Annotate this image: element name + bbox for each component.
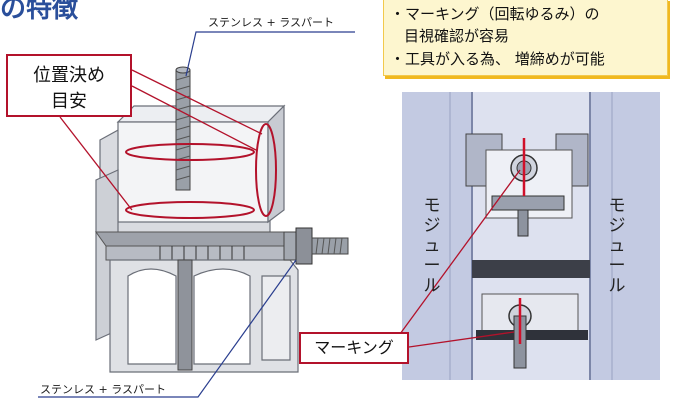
module-label-right: モジュール bbox=[608, 196, 626, 296]
positioning-leaders bbox=[59, 69, 263, 211]
callout-bottom-text: ステンレス + ラスパート bbox=[40, 383, 166, 396]
page-title: の特徴 bbox=[0, 0, 79, 24]
positioning-label-box: 位置決め 目安 bbox=[6, 54, 132, 117]
note-line-2: 目視確認が容易 bbox=[404, 27, 510, 45]
callout-top-text: ステンレス + ラスパート bbox=[208, 16, 334, 29]
positioning-marks bbox=[125, 123, 277, 219]
positioning-label-line1: 位置決め bbox=[33, 65, 105, 86]
module-label-left: モジュール bbox=[423, 196, 441, 296]
marking-label: マーキング bbox=[299, 332, 409, 364]
clamp-illustration bbox=[95, 66, 349, 373]
note-line-3: ・工具が入る為、 増締めが可能 bbox=[390, 50, 605, 68]
note-line-1: ・マーキング（回転ゆるみ）の bbox=[390, 5, 600, 23]
positioning-ellipse-upper bbox=[125, 143, 255, 161]
positioning-label-line2: 目安 bbox=[51, 91, 87, 112]
positioning-ellipse-lower bbox=[125, 201, 255, 219]
top-view-photo bbox=[402, 92, 660, 380]
positioning-ellipse-side bbox=[255, 123, 277, 217]
feature-note-box: ・マーキング（回転ゆるみ）の 目視確認が容易 ・工具が入る為、 増締めが可能 bbox=[383, 0, 668, 76]
callout-leaders bbox=[38, 31, 355, 398]
marking-leaders bbox=[399, 169, 521, 348]
